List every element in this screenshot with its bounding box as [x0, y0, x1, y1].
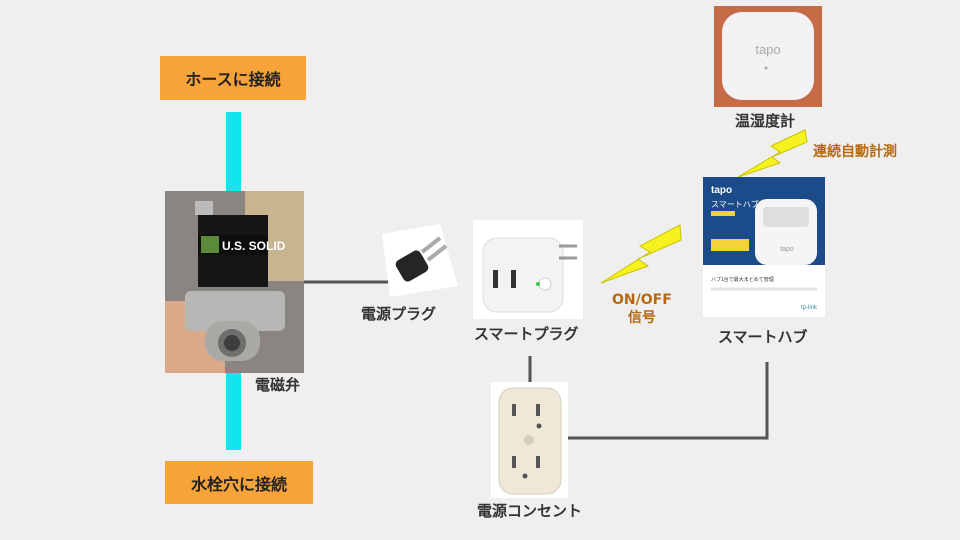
sensor-signal-lightning: [737, 129, 808, 178]
outlet-to-hub-cable: [568, 362, 769, 440]
faucet-connect-label: 水栓穴に接続: [165, 461, 313, 504]
smart-hub-box-photo: tapo スマートハブ tapo ハブ1台で最大まとめて管理 tp-link: [703, 177, 825, 317]
onoff-signal-lightning: [600, 224, 682, 284]
hub-maker-text: tp-link: [801, 305, 818, 311]
power-outlet-label: 電源コンセント: [477, 502, 583, 520]
thermo-hygrometer-photo: tapo: [714, 6, 822, 107]
sensor-brand-text: tapo: [755, 42, 780, 57]
onoff-text: ON/OFF: [612, 292, 672, 308]
power-plug-label: 電源プラグ: [361, 305, 437, 323]
smart-hub-label: スマートハブ: [718, 328, 808, 346]
hose-connect-text: ホースに接続: [185, 70, 281, 89]
water-pipe-upper: [226, 112, 241, 192]
hub-box-brand-text: tapo: [711, 185, 732, 196]
hose-connect-label: ホースに接続: [160, 56, 306, 100]
valve-brand-text: U.S. SOLID: [222, 239, 286, 253]
continuous-measure-label: 連続自動計測: [813, 144, 897, 160]
faucet-connect-text: 水栓穴に接続: [190, 474, 287, 494]
onoff-signal-label: ON/OFF 信号: [612, 291, 672, 327]
smart-plug-label: スマートプラグ: [474, 325, 579, 343]
hub-box-name-text: スマートハブ: [711, 199, 759, 209]
smart-plug-photo: [473, 220, 583, 319]
solenoid-valve-photo: U.S. SOLID: [165, 191, 304, 373]
hub-device-brand-text: tapo: [780, 246, 794, 253]
hub-feature-text: ハブ1台で最大まとめて管理: [711, 276, 774, 283]
solenoid-valve-label: 電磁弁: [255, 376, 301, 394]
power-plug-photo: [370, 224, 458, 297]
signal-text: 信号: [627, 310, 656, 326]
thermo-hygrometer-label: 温湿度計: [735, 112, 796, 130]
water-pipe-lower: [226, 372, 241, 450]
power-outlet-photo: [491, 382, 568, 498]
